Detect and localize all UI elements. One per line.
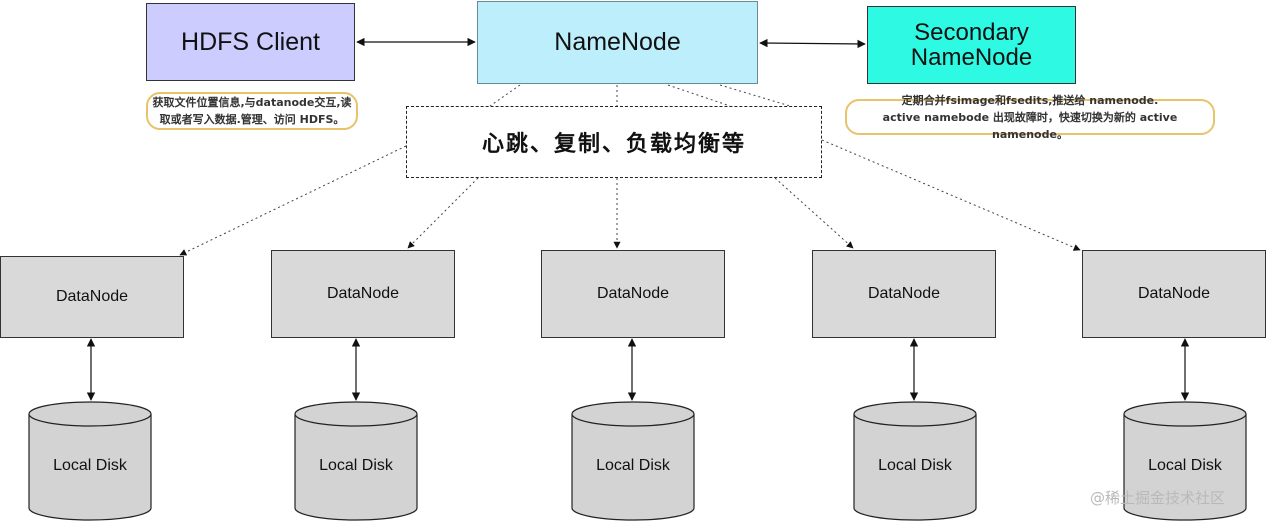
disk-label: Local Disk — [319, 457, 393, 474]
secondary-namenode-label-line2: NameNode — [910, 44, 1033, 71]
local-disk-5: Local Disk — [1123, 401, 1247, 521]
namenode-secondary-arrow — [759, 38, 866, 49]
client-note: 获取文件位置信息,与datanode交互,读 取或者写入数据.管理、访问 HDF… — [146, 92, 358, 130]
disk-label: Local Disk — [878, 457, 952, 474]
disk-cylinder-icon — [294, 401, 418, 521]
secondary-note-line2: active namebode 出现故障时，快速切换为新的 active nam… — [882, 110, 1178, 141]
datanode-label: DataNode — [596, 285, 670, 302]
datanode-4: DataNode — [812, 250, 996, 338]
secondary-note: 定期合并fsimage和fsedits,推送给 namenode. active… — [845, 94, 1215, 141]
disk-label: Local Disk — [596, 457, 670, 474]
secondary-namenode-label-line1: Secondary — [914, 18, 1029, 46]
heartbeat-box: 心跳、复制、负载均衡等 — [406, 106, 822, 178]
client-note-line1: 获取文件位置信息,与datanode交互,读 — [152, 96, 352, 109]
heartbeat-dn4-arrow — [774, 177, 854, 249]
hdfs-client-label: HDFS Client — [181, 27, 320, 56]
local-disk-4: Local Disk — [853, 401, 977, 521]
disk-label: Local Disk — [1148, 457, 1222, 474]
namenode-node: NameNode — [477, 1, 758, 84]
hdfs-client-node: HDFS Client — [146, 3, 355, 81]
heartbeat-dn5-arrow — [821, 139, 1081, 251]
local-disk-2: Local Disk — [294, 401, 418, 521]
heartbeat-dn1-arrow — [179, 145, 407, 256]
disk-cylinder-icon — [1123, 401, 1247, 521]
datanode-label: DataNode — [867, 285, 941, 302]
disk-cylinder-icon — [28, 401, 152, 521]
client-note-line2: 取或者写入数据.管理、访问 HDFS。 — [159, 113, 345, 126]
namenode-label: NameNode — [554, 28, 681, 56]
heartbeat-label: 心跳、复制、负载均衡等 — [481, 132, 746, 157]
datanode-3: DataNode — [541, 250, 725, 338]
disk-cylinder-icon — [853, 401, 977, 521]
datanode-label: DataNode — [55, 288, 129, 305]
local-disk-1: Local Disk — [28, 401, 152, 521]
datanode-1: DataNode — [0, 256, 184, 338]
datanode-2: DataNode — [271, 250, 455, 338]
datanode-label: DataNode — [326, 285, 400, 302]
secondary-note-line1: 定期合并fsimage和fsedits,推送给 namenode. — [901, 93, 1159, 107]
secondary-namenode-node: Secondary NameNode — [867, 6, 1076, 84]
watermark: @稀土掘金技术社区 — [1090, 489, 1226, 507]
datanode-5: DataNode — [1082, 250, 1266, 338]
disk-label: Local Disk — [53, 457, 127, 474]
datanode-label: DataNode — [1137, 285, 1211, 302]
heartbeat-dn2-arrow — [407, 177, 479, 249]
local-disk-3: Local Disk — [571, 401, 695, 521]
disk-cylinder-icon — [571, 401, 695, 521]
